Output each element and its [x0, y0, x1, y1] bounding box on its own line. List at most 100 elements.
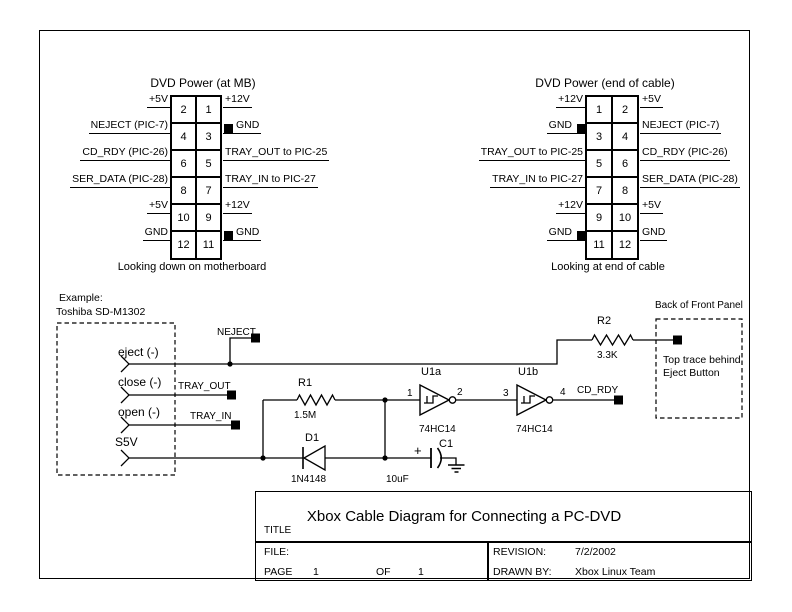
r2-value: 3.3K [597, 350, 618, 361]
drawn-by-field-label: DRAWN BY: [493, 566, 552, 578]
r1-value: 1.5M [294, 410, 316, 421]
pin-label: +5V [640, 93, 663, 108]
of-label: OF [376, 566, 391, 578]
drawn-by-value: Xbox Linux Team [575, 566, 656, 578]
junction-dot [382, 397, 388, 403]
pin-cell: 9 [196, 204, 221, 232]
u1a-pin-in: 1 [407, 388, 413, 399]
connector-chevron-icon [120, 449, 130, 467]
junction-dot [260, 455, 266, 461]
pin-label: +5V [640, 199, 663, 214]
connector-cable-table: 1 2 3 4 5 6 7 8 9 10 11 12 [585, 95, 639, 260]
pin-cell: 12 [612, 231, 638, 259]
pin-label: GND [546, 119, 585, 134]
c1-ref: C1 [439, 438, 453, 450]
pin-label: NEJECT (PIC-7) [640, 119, 722, 134]
title-block-divider [255, 541, 752, 543]
pin-label: SER_DATA (PIC-28) [70, 173, 170, 188]
gnd-pin-marker [224, 124, 233, 133]
connector-chevron-icon [120, 416, 130, 434]
pin-label: GND [546, 226, 585, 241]
connector-cable-caption: Looking at end of cable [551, 261, 665, 273]
net-label-tray-out: TRAY_OUT [178, 381, 231, 392]
page-field-label: PAGE [264, 566, 293, 578]
drawing-title: Xbox Cable Diagram for Connecting a PC-D… [306, 508, 622, 525]
c1-value: 10uF [386, 474, 409, 485]
wire-c1-gnd [440, 457, 457, 465]
r1-ref: R1 [298, 377, 312, 389]
pin-label: CD_RDY (PIC-26) [640, 146, 730, 161]
signal-close: close (-) [118, 375, 161, 389]
pin-label: TRAY_IN to PIC-27 [223, 173, 318, 188]
gnd-pin-marker [577, 124, 586, 133]
pin-label: TRAY_IN to PIC-27 [490, 173, 585, 188]
c1-polarity: + [414, 443, 422, 458]
pin-cell: 6 [612, 150, 638, 178]
title-block [255, 491, 752, 581]
signal-open: open (-) [118, 405, 160, 419]
pin-cell: 8 [612, 177, 638, 205]
front-panel-note1: Top trace behind [663, 354, 741, 366]
title-field-label: TITLE [264, 525, 292, 536]
tray-out-terminal [227, 390, 236, 400]
pin-label: +12V [223, 199, 252, 214]
u1b-pin-in: 3 [503, 388, 509, 399]
pin-cell: 5 [586, 150, 612, 178]
u1a-ref: U1a [421, 366, 442, 378]
pin-label: GND [142, 226, 170, 241]
revision-date: 7/2/2002 [575, 546, 616, 558]
ground-symbol-icon [448, 464, 465, 473]
d1-value: 1N4148 [291, 474, 326, 485]
pin-cell: 4 [612, 123, 638, 151]
neject-terminal [251, 333, 260, 343]
d1-ref: D1 [305, 432, 319, 444]
title-block-divider [487, 541, 489, 581]
connector-mb-table: 2 1 4 3 6 5 8 7 10 9 12 11 [170, 95, 222, 260]
pin-cell: 3 [586, 123, 612, 151]
pin-cell: 11 [196, 231, 221, 259]
u1b-pin-out: 4 [560, 387, 566, 398]
connector-mb-title: DVD Power (at MB) [150, 76, 256, 90]
pin-cell: 4 [171, 123, 196, 151]
front-panel-note2: Eject Button [663, 367, 720, 379]
inverter-u1a-bubble [448, 396, 457, 404]
pin-label: CD_RDY (PIC-26) [80, 146, 170, 161]
pin-label: SER_DATA (PIC-28) [640, 173, 740, 188]
resistor-r1 [296, 393, 336, 407]
pin-label: +5V [147, 199, 170, 214]
resistor-r2 [591, 333, 634, 347]
front-panel-title: Back of Front Panel [655, 300, 743, 311]
pin-label: TRAY_OUT to PIC-25 [223, 146, 330, 161]
connector-mb-caption: Looking down on motherboard [117, 261, 267, 273]
u1a-pin-out: 2 [457, 387, 463, 398]
front-panel-box [655, 318, 743, 419]
r2-ref: R2 [597, 315, 611, 327]
hysteresis-icon [424, 395, 438, 404]
file-field-label: FILE: [264, 546, 290, 558]
pin-label: +12V [556, 93, 585, 108]
pin-cell: 10 [171, 204, 196, 232]
pin-cell: 2 [171, 96, 196, 124]
connector-cable-title: DVD Power (end of cable) [535, 76, 675, 90]
inverter-u1a [419, 383, 451, 417]
inverter-u1b [516, 383, 548, 417]
page-total: 1 [418, 566, 424, 578]
pin-label: GND [640, 226, 668, 241]
inverter-u1b-bubble [545, 396, 554, 404]
connector-chevron-icon [120, 386, 130, 404]
eject-button-terminal [673, 335, 682, 345]
wire-eject [129, 339, 592, 365]
gnd-pin-marker [577, 231, 586, 240]
signal-eject: eject (-) [118, 345, 159, 359]
pin-label: NEJECT (PIC-7) [88, 119, 170, 134]
pin-cell: 10 [612, 204, 638, 232]
pin-cell: 5 [196, 150, 221, 178]
hysteresis-icon [521, 395, 535, 404]
tray-in-terminal [231, 420, 240, 430]
signal-s5v: S5V [115, 435, 138, 449]
junction-dot [382, 455, 388, 461]
net-label-cd-rdy: CD_RDY [577, 385, 618, 396]
revision-field-label: REVISION: [493, 546, 547, 558]
